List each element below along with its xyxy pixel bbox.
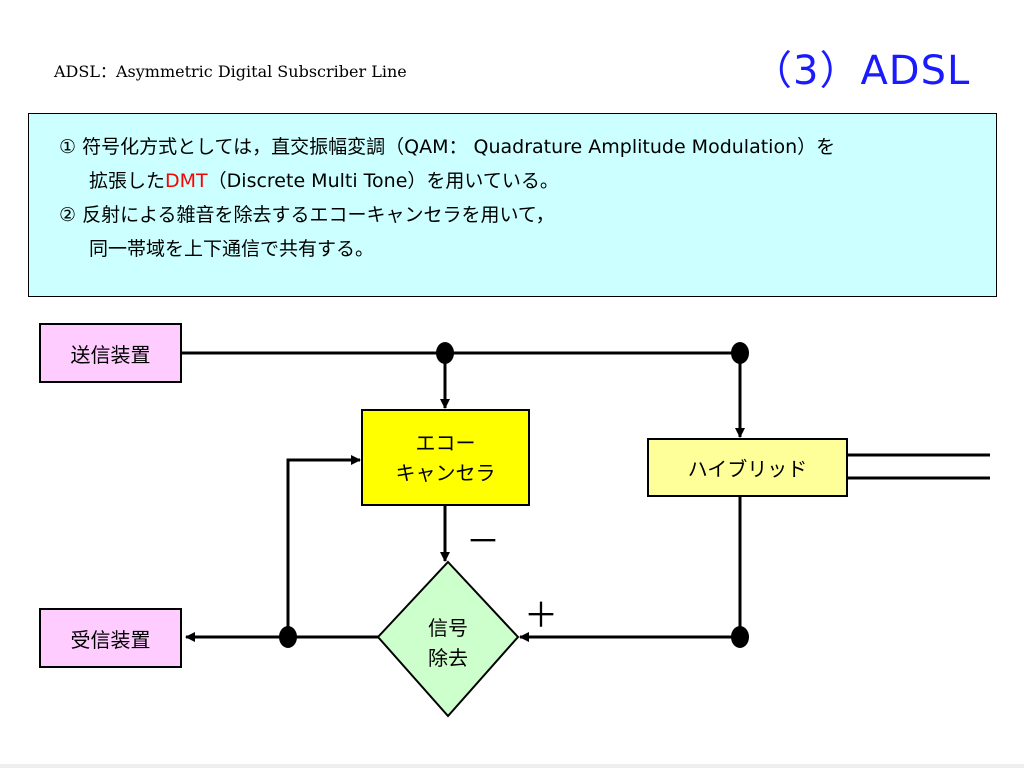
info-line-3: ② 反射による雑音を除去するエコーキャンセラを用いて， (59, 204, 555, 226)
minus-sign: － (466, 522, 500, 562)
remover-label-line-2: 除去 (428, 646, 468, 670)
hybrid-box: ハイブリッド (647, 438, 848, 497)
subtitle: ADSL：Asymmetric Digital Subscriber Line (54, 62, 407, 81)
receiver-box: 受信装置 (39, 608, 182, 668)
plus-sign: ＋ (524, 596, 558, 636)
dmt-highlight: DMT (165, 170, 208, 192)
junction-dot (731, 342, 749, 364)
info-line-1: ① 符号化方式としては，直交振幅変調（QAM： Quadrature Ampli… (59, 136, 836, 158)
transmitter-label: 送信装置 (70, 342, 151, 367)
feedback-line (286, 455, 361, 637)
echo-canceller-box: エコー キャンセラ (361, 409, 530, 506)
info-line-4: 同一帯域を上下通信で共有する。 (89, 238, 375, 260)
info-line-2-post: （Discrete Multi Tone）を用いている。 (207, 170, 559, 192)
info-box: ① 符号化方式としては，直交振幅変調（QAM： Quadrature Ampli… (28, 113, 997, 297)
footer-divider (0, 764, 1024, 768)
junction-dot (279, 626, 297, 648)
echo-label-line-2: キャンセラ (395, 460, 496, 485)
signal-remover-label: 信号 除去 (408, 613, 488, 673)
remover-label-line-1: 信号 (428, 616, 468, 640)
transmitter-box: 送信装置 (39, 323, 182, 383)
hybrid-label: ハイブリッド (687, 457, 808, 481)
page-title: （3）ADSL (752, 48, 971, 94)
signal-remover-diamond (376, 560, 520, 718)
info-line-2-pre: 拡張した (89, 170, 166, 192)
info-line-2: 拡張したDMT（Discrete Multi Tone）を用いている。 (59, 164, 976, 198)
echo-label-line-1: エコー (415, 430, 476, 455)
receiver-label: 受信装置 (70, 627, 151, 652)
junction-dot (731, 626, 749, 648)
junction-dot (436, 342, 454, 364)
